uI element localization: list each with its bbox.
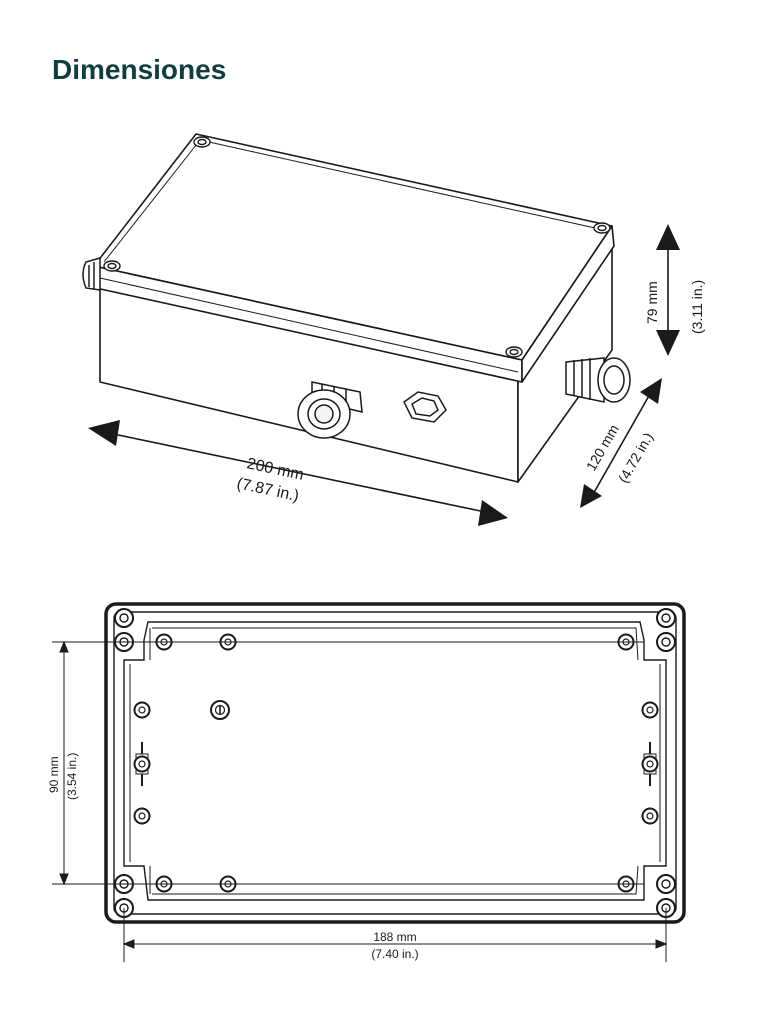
slotted-boss <box>133 742 151 786</box>
depth-inch-label: (4.72 in.) <box>615 430 656 486</box>
slotted-bosses <box>133 742 659 786</box>
mounting-boss <box>641 807 659 825</box>
mounting-boss <box>641 701 659 719</box>
slotted-boss <box>641 742 659 786</box>
depth-mm-label: 120 mm <box>583 422 622 474</box>
top-view-height-dimension <box>52 640 644 886</box>
page-title: Dimensiones <box>52 54 227 85</box>
top-view-enclosure <box>104 602 686 924</box>
inner-cavity <box>123 621 667 901</box>
front-blanking-plug <box>403 391 447 423</box>
arrow-head <box>655 939 668 949</box>
arrow-head <box>640 378 662 404</box>
arrow-head <box>59 873 69 886</box>
left-cable-gland <box>82 257 101 291</box>
right-cable-gland <box>565 357 631 403</box>
enclosure-lid-right <box>521 225 615 383</box>
lid-screws <box>103 136 611 358</box>
isometric-enclosure <box>93 133 615 483</box>
outer-outline <box>104 602 686 924</box>
arrow-head <box>88 420 120 446</box>
arrow-head <box>478 500 508 526</box>
arrow-head <box>59 640 69 653</box>
arrow-head <box>580 484 602 508</box>
arrow-head <box>656 330 680 356</box>
front-cable-gland <box>297 381 363 439</box>
top-view-width-mm-label: 188 mm <box>373 930 416 944</box>
inner-outline <box>113 611 677 915</box>
height-mm-label: 79 mm <box>644 281 660 324</box>
mounting-boss <box>133 701 151 719</box>
top-view-height-inch-label: (3.54 in.) <box>65 753 79 800</box>
arrow-head <box>122 939 135 949</box>
top-view-height-mm-label: 90 mm <box>47 756 61 793</box>
height-dimension: 79 mm (3.11 in.) <box>644 224 705 356</box>
height-inch-label: (3.11 in.) <box>689 280 705 334</box>
top-view-width-dimension <box>122 908 668 962</box>
corner-screw <box>656 608 676 652</box>
arrow-head <box>656 224 680 250</box>
mounting-boss <box>133 807 151 825</box>
mounting-boss <box>210 700 230 720</box>
top-view-width-inch-label: (7.40 in.) <box>371 947 418 961</box>
